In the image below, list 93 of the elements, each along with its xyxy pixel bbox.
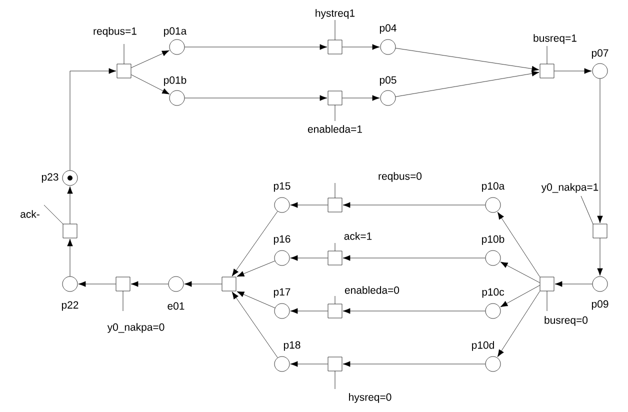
arc xyxy=(597,238,603,276)
place-label: p10b xyxy=(482,235,504,245)
place xyxy=(380,39,396,55)
place xyxy=(274,197,290,213)
arc xyxy=(395,70,540,97)
place xyxy=(485,197,501,213)
arc xyxy=(232,292,278,358)
transition xyxy=(116,64,132,78)
place-label: p10a xyxy=(482,182,505,192)
arc xyxy=(236,291,276,308)
transition-label: enableda=1 xyxy=(308,104,362,133)
place-label: p15 xyxy=(274,182,290,192)
arc xyxy=(232,211,278,276)
transition xyxy=(62,224,78,238)
arc xyxy=(131,50,170,68)
arc xyxy=(67,238,73,276)
transition xyxy=(222,276,236,292)
transition xyxy=(328,250,342,266)
transition-label: ack- xyxy=(20,204,64,224)
place xyxy=(274,250,290,266)
place xyxy=(169,90,185,106)
arc xyxy=(236,260,276,277)
arc xyxy=(342,202,486,208)
arc xyxy=(554,281,592,287)
transition-label: enableda=0 xyxy=(334,286,400,304)
transition xyxy=(328,90,342,106)
place xyxy=(592,276,608,292)
arc xyxy=(290,308,328,314)
arc xyxy=(131,74,170,94)
place xyxy=(274,303,290,319)
place xyxy=(168,276,184,292)
transition-label: ack=1 xyxy=(334,232,372,252)
arc xyxy=(497,212,540,277)
arc xyxy=(290,202,328,208)
arc xyxy=(342,308,486,314)
place xyxy=(274,356,290,372)
arc xyxy=(554,68,592,74)
arc xyxy=(290,255,328,261)
place-label: p23 xyxy=(42,173,58,183)
arc xyxy=(184,281,222,287)
place-label: p01a xyxy=(164,27,187,37)
place xyxy=(62,276,78,292)
place-label: e01 xyxy=(168,302,184,310)
place xyxy=(169,39,185,55)
place-label: p04 xyxy=(380,24,396,34)
transition-label: reqbus=0 xyxy=(334,172,422,198)
place xyxy=(380,90,396,106)
place-label: p18 xyxy=(284,341,300,351)
place-label: p05 xyxy=(380,76,396,86)
place-label: p09 xyxy=(592,300,608,310)
place-label: p16 xyxy=(274,235,290,245)
transition-label: hysreq=0 xyxy=(334,370,392,403)
place-label: p10d xyxy=(472,341,494,351)
arc xyxy=(67,186,73,224)
transition-label: busreq=0 xyxy=(544,290,588,326)
arc xyxy=(342,255,486,261)
place-label: p07 xyxy=(592,49,608,59)
arc xyxy=(597,78,603,224)
place xyxy=(592,63,608,79)
place-label: p01b xyxy=(164,76,186,86)
arc xyxy=(500,262,540,283)
transition xyxy=(328,356,342,372)
transition xyxy=(540,64,554,78)
place-label: p22 xyxy=(62,301,78,311)
arc xyxy=(342,44,380,50)
arc xyxy=(184,44,328,50)
place xyxy=(485,356,501,372)
transition-label: y0_nakpa=1 xyxy=(541,183,598,224)
transition-label: hystreq1 xyxy=(316,9,355,40)
place xyxy=(485,303,501,319)
arc xyxy=(78,281,116,287)
transition xyxy=(116,276,130,292)
transition xyxy=(592,224,608,238)
arc xyxy=(497,291,540,358)
transition-label: reqbus=1 xyxy=(94,27,136,64)
transition xyxy=(328,198,342,212)
arc xyxy=(70,68,116,170)
transition xyxy=(540,276,554,292)
place xyxy=(485,250,501,266)
transition xyxy=(328,40,342,54)
arc xyxy=(395,48,540,72)
transition-label: y0_nakpa=0 xyxy=(107,290,164,333)
arc xyxy=(342,361,486,367)
arc xyxy=(342,95,380,101)
place xyxy=(62,170,78,186)
arc xyxy=(184,95,328,101)
arc xyxy=(130,281,168,287)
arc xyxy=(290,361,328,367)
place-label: p17 xyxy=(274,288,290,298)
transition-label: busreq=1 xyxy=(534,34,576,64)
transition xyxy=(328,304,342,318)
arc xyxy=(500,285,540,308)
place-label: p10c xyxy=(482,288,504,298)
